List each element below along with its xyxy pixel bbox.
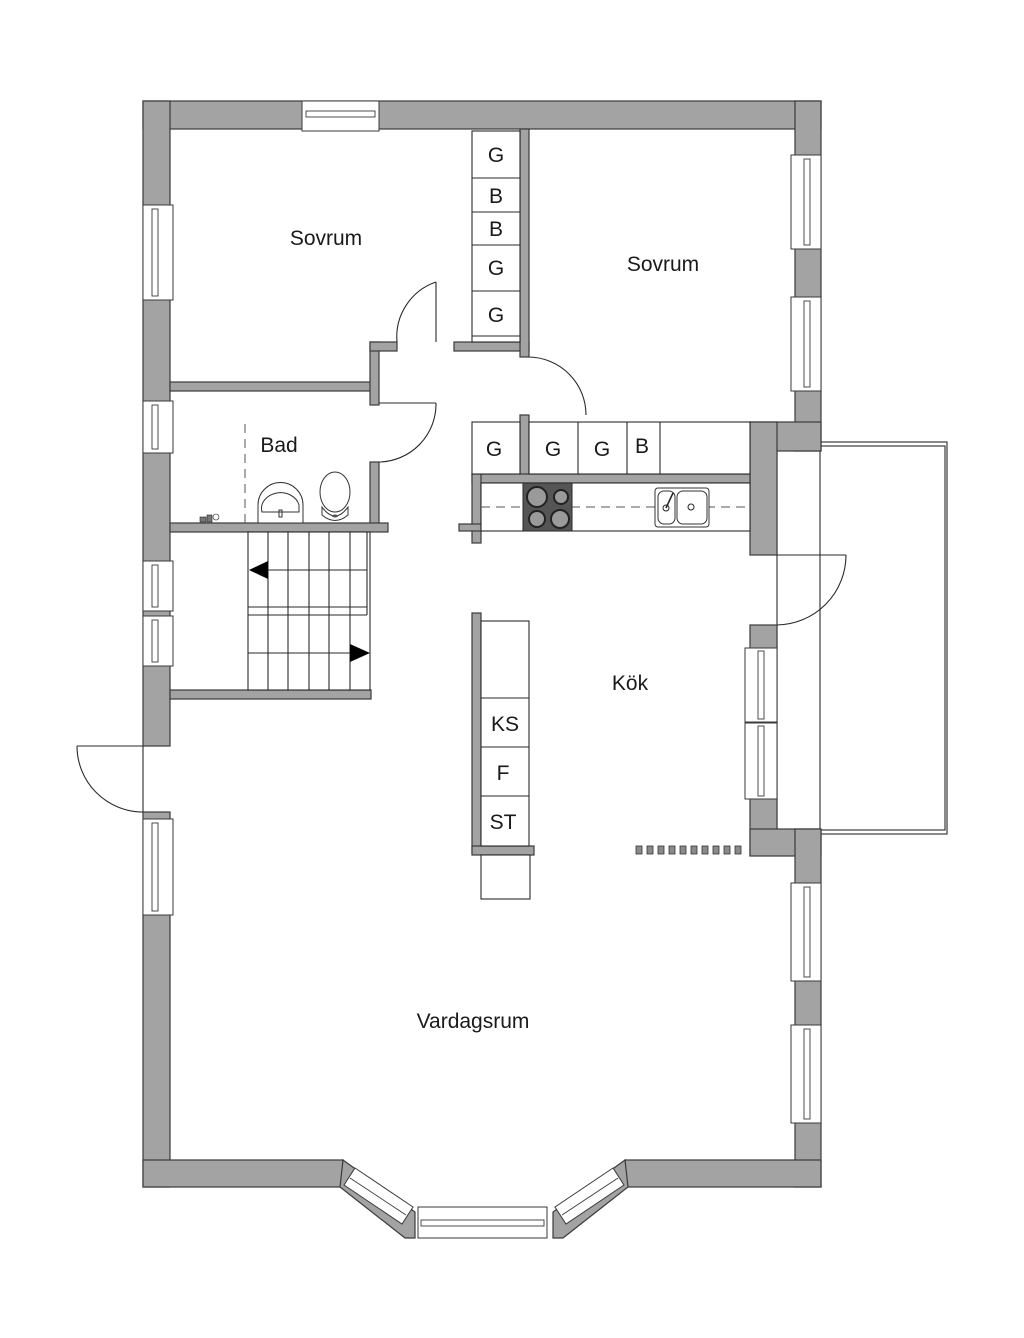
faucet-icon (199, 513, 220, 523)
cabinet-label: B (635, 435, 649, 458)
kitchen-counter (480, 482, 751, 532)
wardrobe-label: G (488, 304, 504, 327)
room-label-bedroom-left: Sovrum (290, 227, 362, 250)
radiator-icon (635, 845, 742, 855)
stove-icon (522, 482, 573, 532)
room-label-kitchen: Kök (612, 672, 649, 695)
stair-arrow-up-icon (249, 561, 268, 579)
cabinet-label: G (545, 438, 561, 461)
kitchen-tall-units: KS F ST (480, 620, 531, 900)
interior-walls (169, 128, 751, 856)
tall-unit-label: F (497, 762, 510, 785)
tall-unit-label: KS (491, 713, 519, 736)
sink-icon (654, 487, 710, 528)
cabinet-label: G (594, 438, 610, 461)
wardrobe-label: G (488, 257, 504, 280)
staircase (247, 531, 371, 691)
stair-arrow-down-icon (350, 644, 370, 662)
wardrobe-label: B (489, 185, 503, 208)
toilet-icon (319, 471, 351, 521)
doors (76, 281, 847, 813)
washbasin-icon (257, 482, 304, 524)
cabinet-label: G (486, 438, 502, 461)
room-label-bedroom-right: Sovrum (627, 253, 699, 276)
room-label-bathroom: Bad (260, 434, 297, 457)
wardrobe-label: B (489, 218, 503, 241)
wardrobe-column: G B B G G (471, 130, 521, 343)
windows (142, 100, 822, 1239)
tall-unit-label: ST (490, 811, 517, 834)
bathroom-fixtures (199, 424, 351, 524)
wardrobe-label: G (488, 144, 504, 167)
room-label-living-room: Vardagsrum (417, 1010, 530, 1033)
kitchen-upper-cabinets: G G G B (471, 421, 751, 475)
balcony (776, 441, 948, 835)
